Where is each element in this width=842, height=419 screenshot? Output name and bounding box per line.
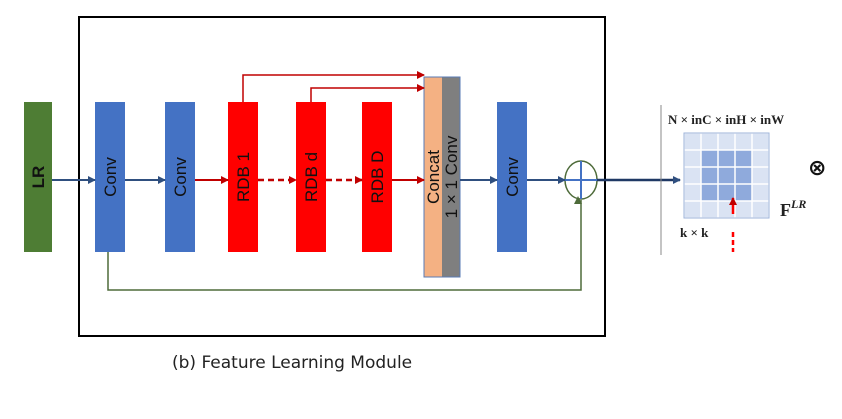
global-skip-connection (107, 196, 582, 291)
kernel-grid-border (683, 132, 770, 219)
kernel-size-label: k × k (680, 225, 709, 240)
conv1x1-block (442, 77, 460, 277)
concat-label: Concat (424, 150, 443, 204)
feature-superscript: LR (790, 197, 806, 211)
lr-label: LR (29, 166, 48, 189)
rdb-block-1 (228, 102, 258, 252)
rdb-block-d (296, 102, 326, 252)
multiply-operator-icon: ⊗ (808, 156, 826, 181)
conv-block-3-label: Conv (503, 157, 522, 197)
conv-block-2 (165, 102, 195, 252)
module-frame (78, 16, 606, 337)
kernel-dims-label: N × inC × inH × inW (668, 112, 784, 127)
rdb-block-d-label: RDB d (302, 152, 321, 202)
conv-block-1 (95, 102, 125, 252)
lr-input-block (24, 102, 52, 252)
caption: (b) Feature Learning Module (172, 353, 412, 373)
rdb-block-D (362, 102, 392, 252)
rdb-block-1-label: RDB 1 (234, 152, 253, 202)
rdb-block-D-label: RDB D (368, 151, 387, 204)
conv-block-1-label: Conv (101, 157, 120, 197)
dense-link-rdb1 (242, 71, 425, 102)
dense-link-rdbd (310, 84, 425, 102)
conv-block-3 (497, 102, 527, 252)
kernel-window-highlight (701, 150, 752, 201)
conv-block-2-label: Conv (171, 157, 190, 197)
conv1x1-label: 1 × 1 Conv (442, 135, 461, 218)
kernel-grid (683, 132, 770, 219)
concat-block (424, 77, 442, 277)
feature-label: FLR (780, 197, 806, 220)
